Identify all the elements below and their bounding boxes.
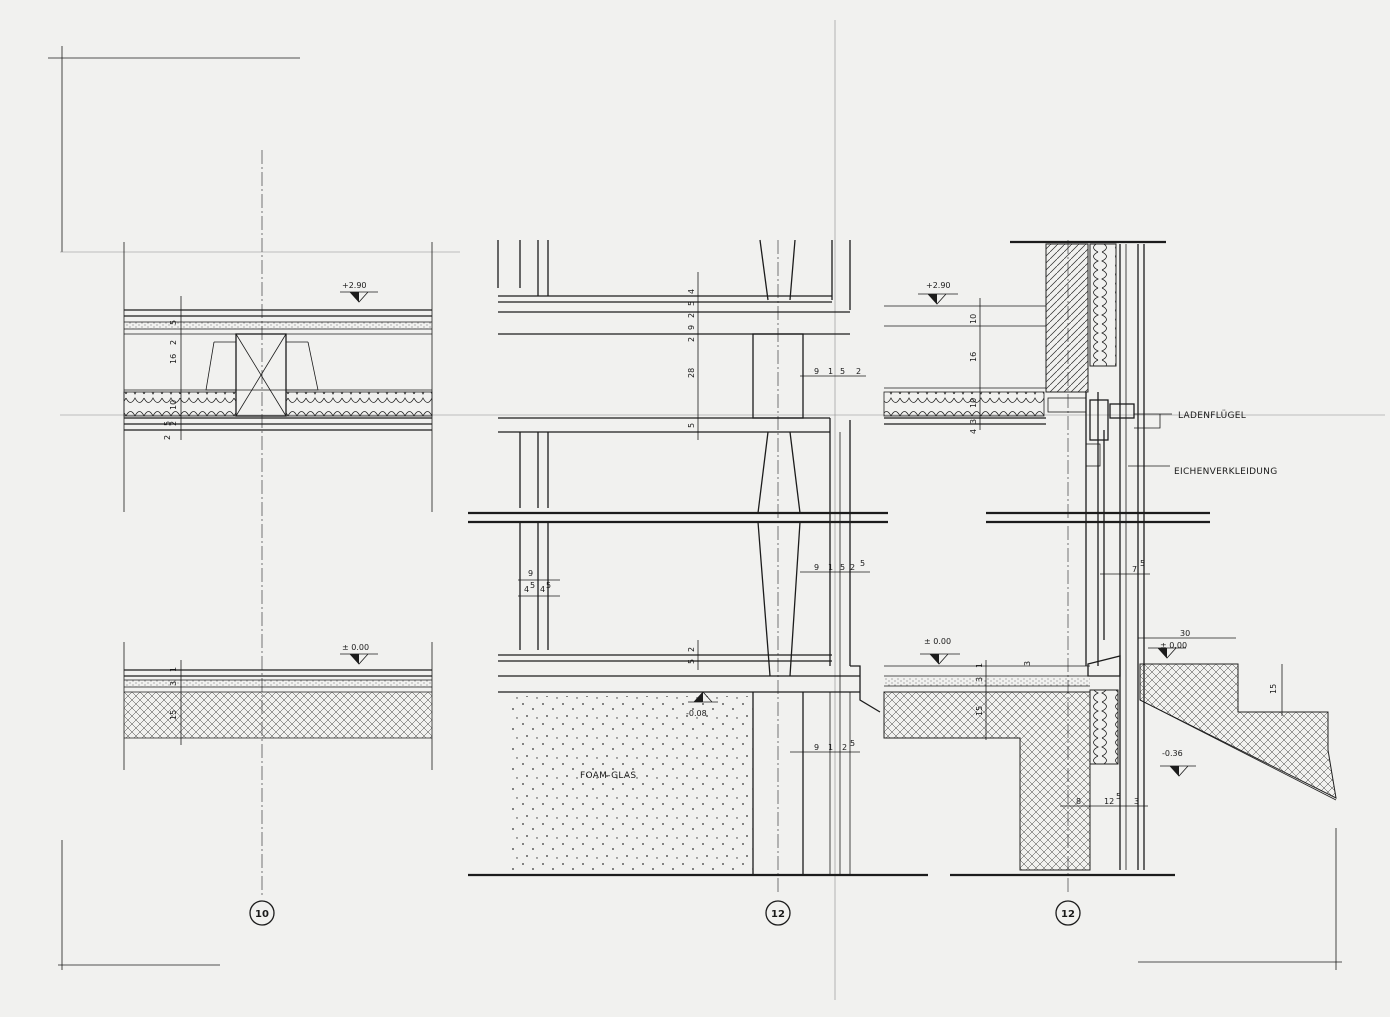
dim-text: 2 — [169, 421, 178, 426]
dim-text: 3 — [1023, 661, 1032, 666]
dim-text: 9 — [528, 569, 533, 578]
dim-text: 5 — [169, 320, 178, 325]
dim-text: 4 — [687, 289, 696, 294]
foam-glass-label: FOAM-GLAS — [580, 771, 636, 781]
dim-text: 1 — [975, 663, 984, 668]
axis-label-12-mid: 12 — [771, 909, 785, 920]
axis-marker-12-mid — [765, 900, 791, 926]
dim-text: 3 — [975, 677, 984, 682]
dim-text: 2 — [687, 337, 696, 342]
dim-text: 4 — [540, 585, 545, 594]
axis-marker-10 — [249, 900, 275, 926]
elevation-right-top: +2.90 — [926, 281, 951, 290]
dim-text: 4 — [969, 429, 978, 434]
dim-text: 10 — [969, 314, 978, 324]
elevation-right-ground: -0.36 — [1162, 749, 1183, 758]
dim-text: 5 — [546, 581, 551, 590]
elevation-right-exterior: ± 0.00 — [1160, 641, 1187, 650]
dim-text: 2 — [169, 340, 178, 345]
elevation-right-floor: ± 0.00 — [924, 637, 951, 646]
dim-text: 3 — [1134, 797, 1139, 806]
dim-text: 2 — [856, 367, 861, 376]
dim-text: 5 — [860, 559, 865, 568]
dim-text: 7 — [1132, 565, 1137, 574]
dim-text: 16 — [969, 352, 978, 362]
dim-text: 10 — [169, 400, 178, 410]
dim-text: 2 — [163, 435, 172, 440]
dim-text: 9 — [814, 743, 819, 752]
dim-text: 12 — [1104, 797, 1114, 806]
elevation-left-floor: ± 0.00 — [342, 643, 369, 652]
right-section-detail: +2.90 10 16 10 3 4 LADENFLÜGEL EICHENVER… — [883, 240, 1337, 926]
dim-text: 5 — [1116, 792, 1121, 801]
dim-text: 9 — [687, 325, 696, 330]
dim-text: 5 — [163, 421, 172, 426]
dim-text: 5 — [840, 367, 845, 376]
dim-text: 9 — [814, 367, 819, 376]
axis-marker-12-right — [1055, 900, 1081, 926]
middle-section-detail: FOAM-GLAS -0.08 4 5 2 9 2 28 5 2 5 9 1 5… — [468, 239, 928, 926]
dim-text: 3 — [969, 419, 978, 424]
elevation-left-top: +2.90 — [342, 281, 367, 290]
shutter-label: LADENFLÜGEL — [1178, 410, 1246, 421]
dim-text: 5 — [530, 581, 535, 590]
dim-text: 5 — [850, 739, 855, 748]
dim-text: 1 — [828, 743, 833, 752]
dim-text: 5 — [687, 301, 696, 306]
dim-text: 5 — [687, 659, 696, 664]
axis-label-10: 10 — [255, 909, 269, 920]
dim-text: 8 — [1076, 797, 1081, 806]
dim-text: 10 — [969, 398, 978, 408]
dim-text: 5 — [840, 563, 845, 572]
dim-text: 5 — [687, 423, 696, 428]
dim-text: 30 — [1180, 629, 1190, 638]
dim-text: 4 — [524, 585, 529, 594]
dim-text: 2 — [842, 743, 847, 752]
dim-text: 1 — [169, 667, 178, 672]
dim-text: 1 — [828, 563, 833, 572]
dim-text: 15 — [975, 706, 984, 716]
dim-text: 16 — [169, 354, 178, 364]
sheet-frame — [48, 20, 1385, 1000]
oak-cladding-label: EICHENVERKLEIDUNG — [1174, 467, 1278, 477]
dim-text: 1 — [828, 367, 833, 376]
dim-text: 28 — [687, 368, 696, 378]
dim-text: 15 — [1269, 684, 1278, 694]
dim-text: 15 — [169, 710, 178, 720]
dim-text: 9 — [814, 563, 819, 572]
dim-text: 2 — [687, 313, 696, 318]
left-section-detail: +2.90 5 2 16 10 5 2 2 ± 0.00 1 3 15 10 — [123, 150, 433, 926]
dim-text: 2 — [687, 647, 696, 652]
axis-label-12-right: 12 — [1061, 909, 1075, 920]
elevation-mid-foundation: -0.08 — [686, 709, 707, 718]
dim-text: 5 — [1140, 559, 1145, 568]
dim-text: 2 — [850, 563, 855, 572]
dim-text: 3 — [169, 681, 178, 686]
